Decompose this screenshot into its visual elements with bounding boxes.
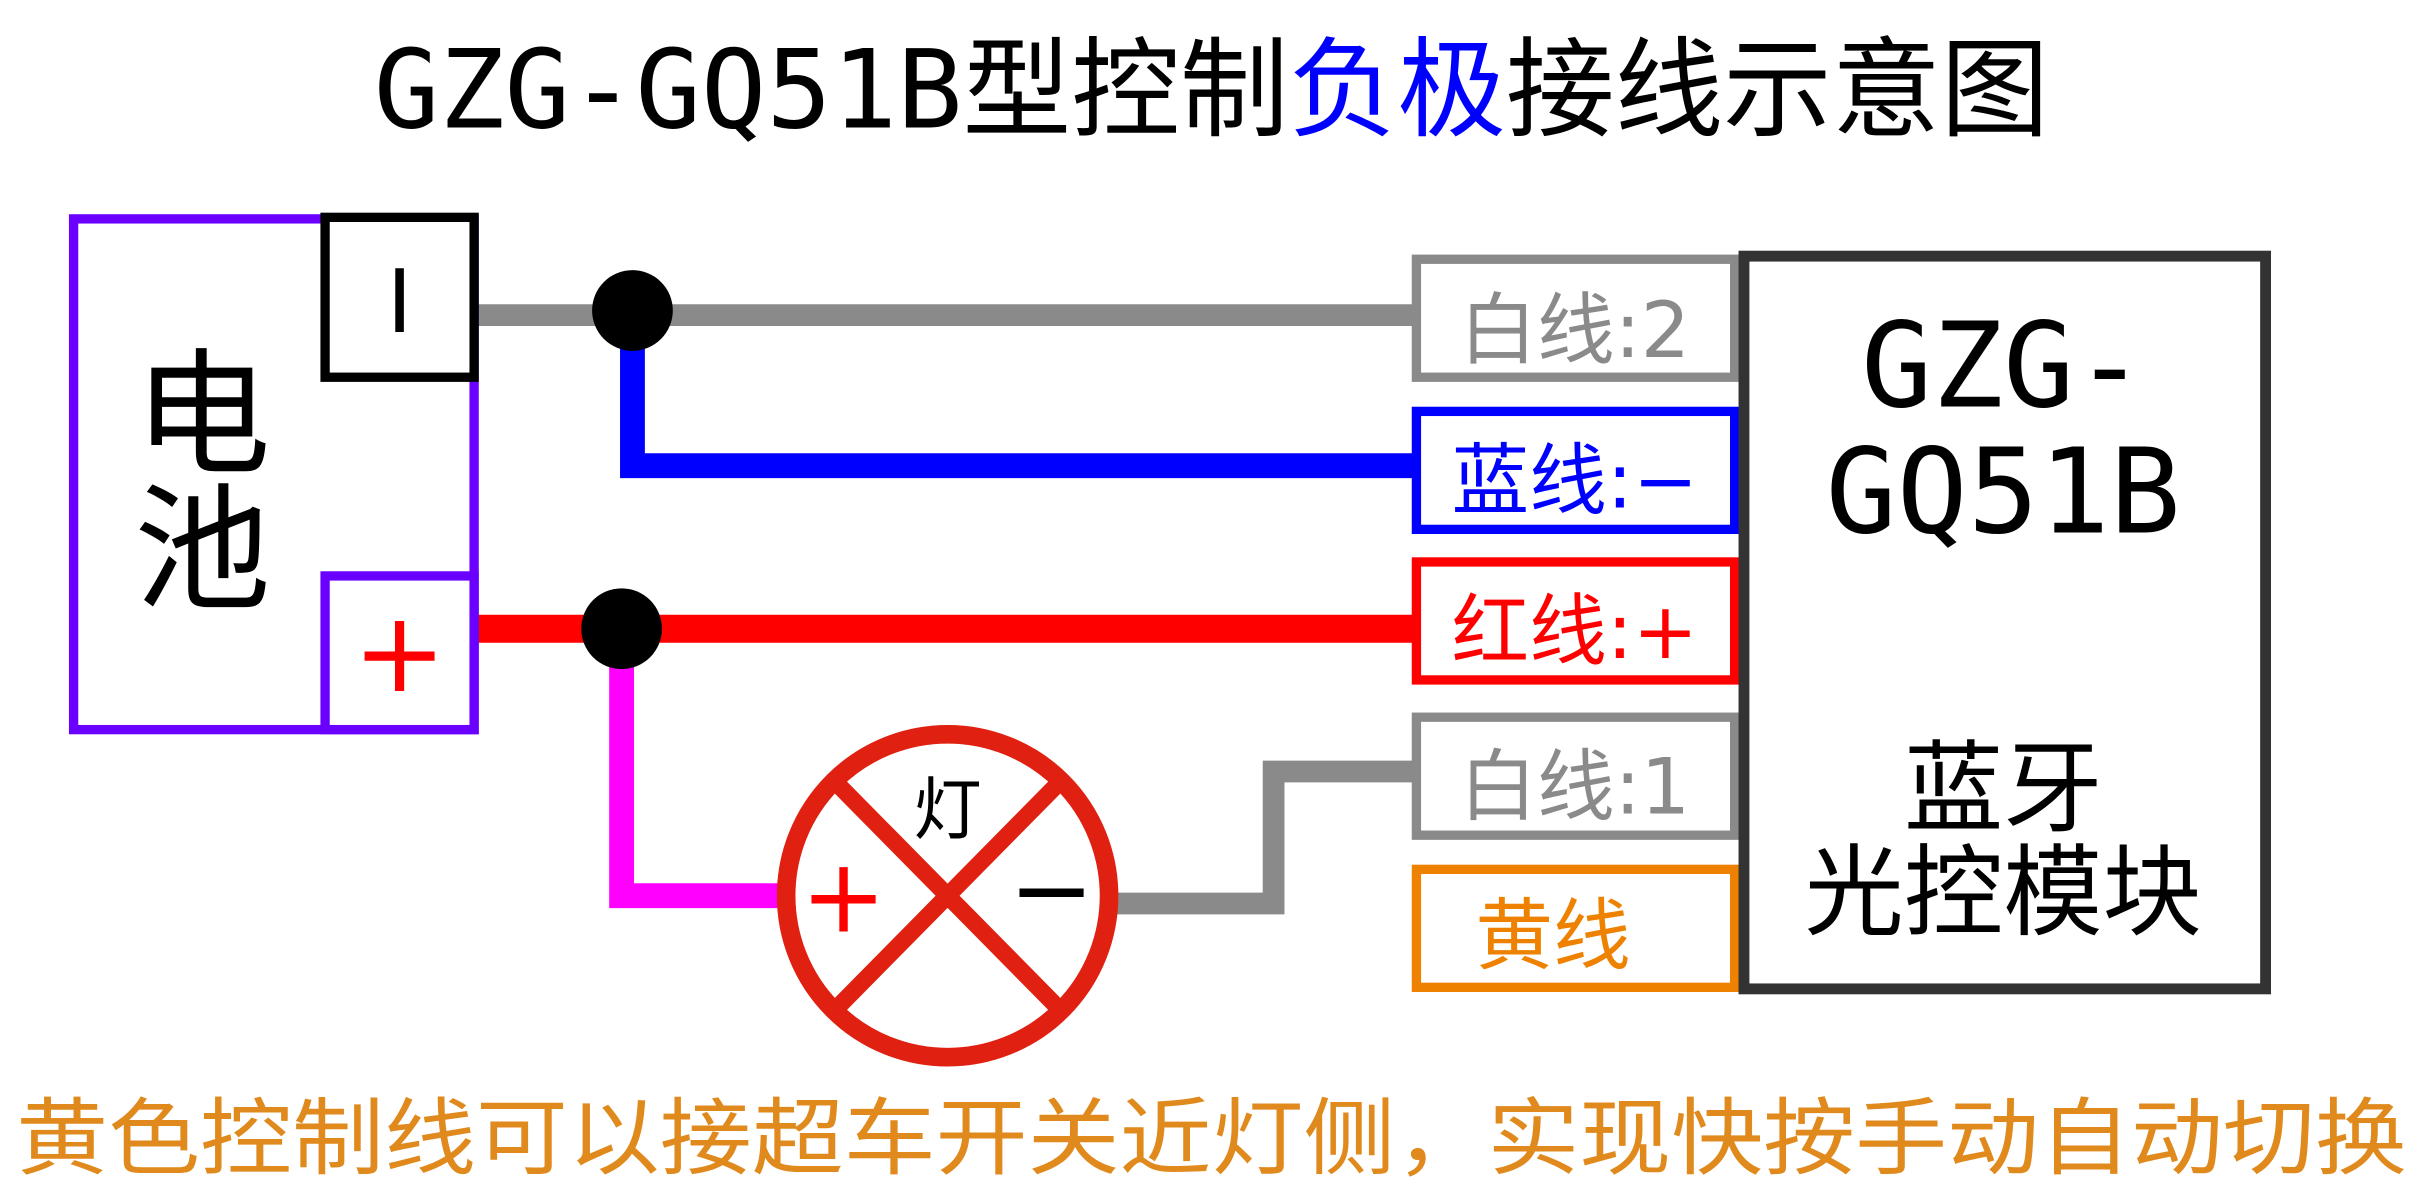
diagram-title: GZG-GQ51B型控制负极接线示意图 [374,26,2049,153]
footer-note: 黄色控制线可以接超车开关近灯侧，实现快按手动自动切换 [16,1089,2407,1187]
wire-label-yellow: 黄线 [1411,864,1740,992]
battery-negative-terminal [320,212,479,382]
wire-label-red: 红线:+ [1411,557,1740,685]
svg-text:白线:1: 白线:1 [1459,742,1690,832]
lamp-plus: + [801,837,887,956]
junction-dot-negative [592,270,673,351]
lamp-label: 灯 [913,772,981,851]
wire-label-white-1: 白线:1 [1411,712,1740,840]
battery: 电 池 I + [68,212,479,735]
module-model-1: GZG- [1861,297,2145,435]
magenta-wire [609,628,785,909]
svg-text:白线:2: 白线:2 [1459,286,1690,376]
blue-wire [620,310,1417,479]
svg-text:红线:+: 红线:+ [1452,587,1698,677]
svg-text:黄线: 黄线 [1475,891,1630,981]
lamp-minus: − [1009,831,1095,950]
battery-positive-terminal [320,571,479,735]
battery-label-2: 池 [134,472,271,631]
negative-sign: I [387,251,413,353]
positive-sign: + [353,588,447,718]
bluetooth-light-control-module: GZG- GQ51B 蓝牙 光控模块 [1738,250,2272,995]
module-model-2: GQ51B [1826,422,2181,560]
module-desc-1: 蓝牙 [1904,732,2103,847]
battery-label-1: 电 [134,337,271,496]
lamp: 灯 + − [776,724,1119,1067]
module-desc-2: 光控模块 [1805,836,2202,951]
white-wire-1 [1110,760,1417,915]
junction-dot-positive [581,588,662,670]
svg-text:蓝线:−: 蓝线:− [1452,437,1698,527]
wire-label-blue: 蓝线:− [1411,406,1740,535]
wire-label-white-2: 白线:2 [1411,254,1740,382]
